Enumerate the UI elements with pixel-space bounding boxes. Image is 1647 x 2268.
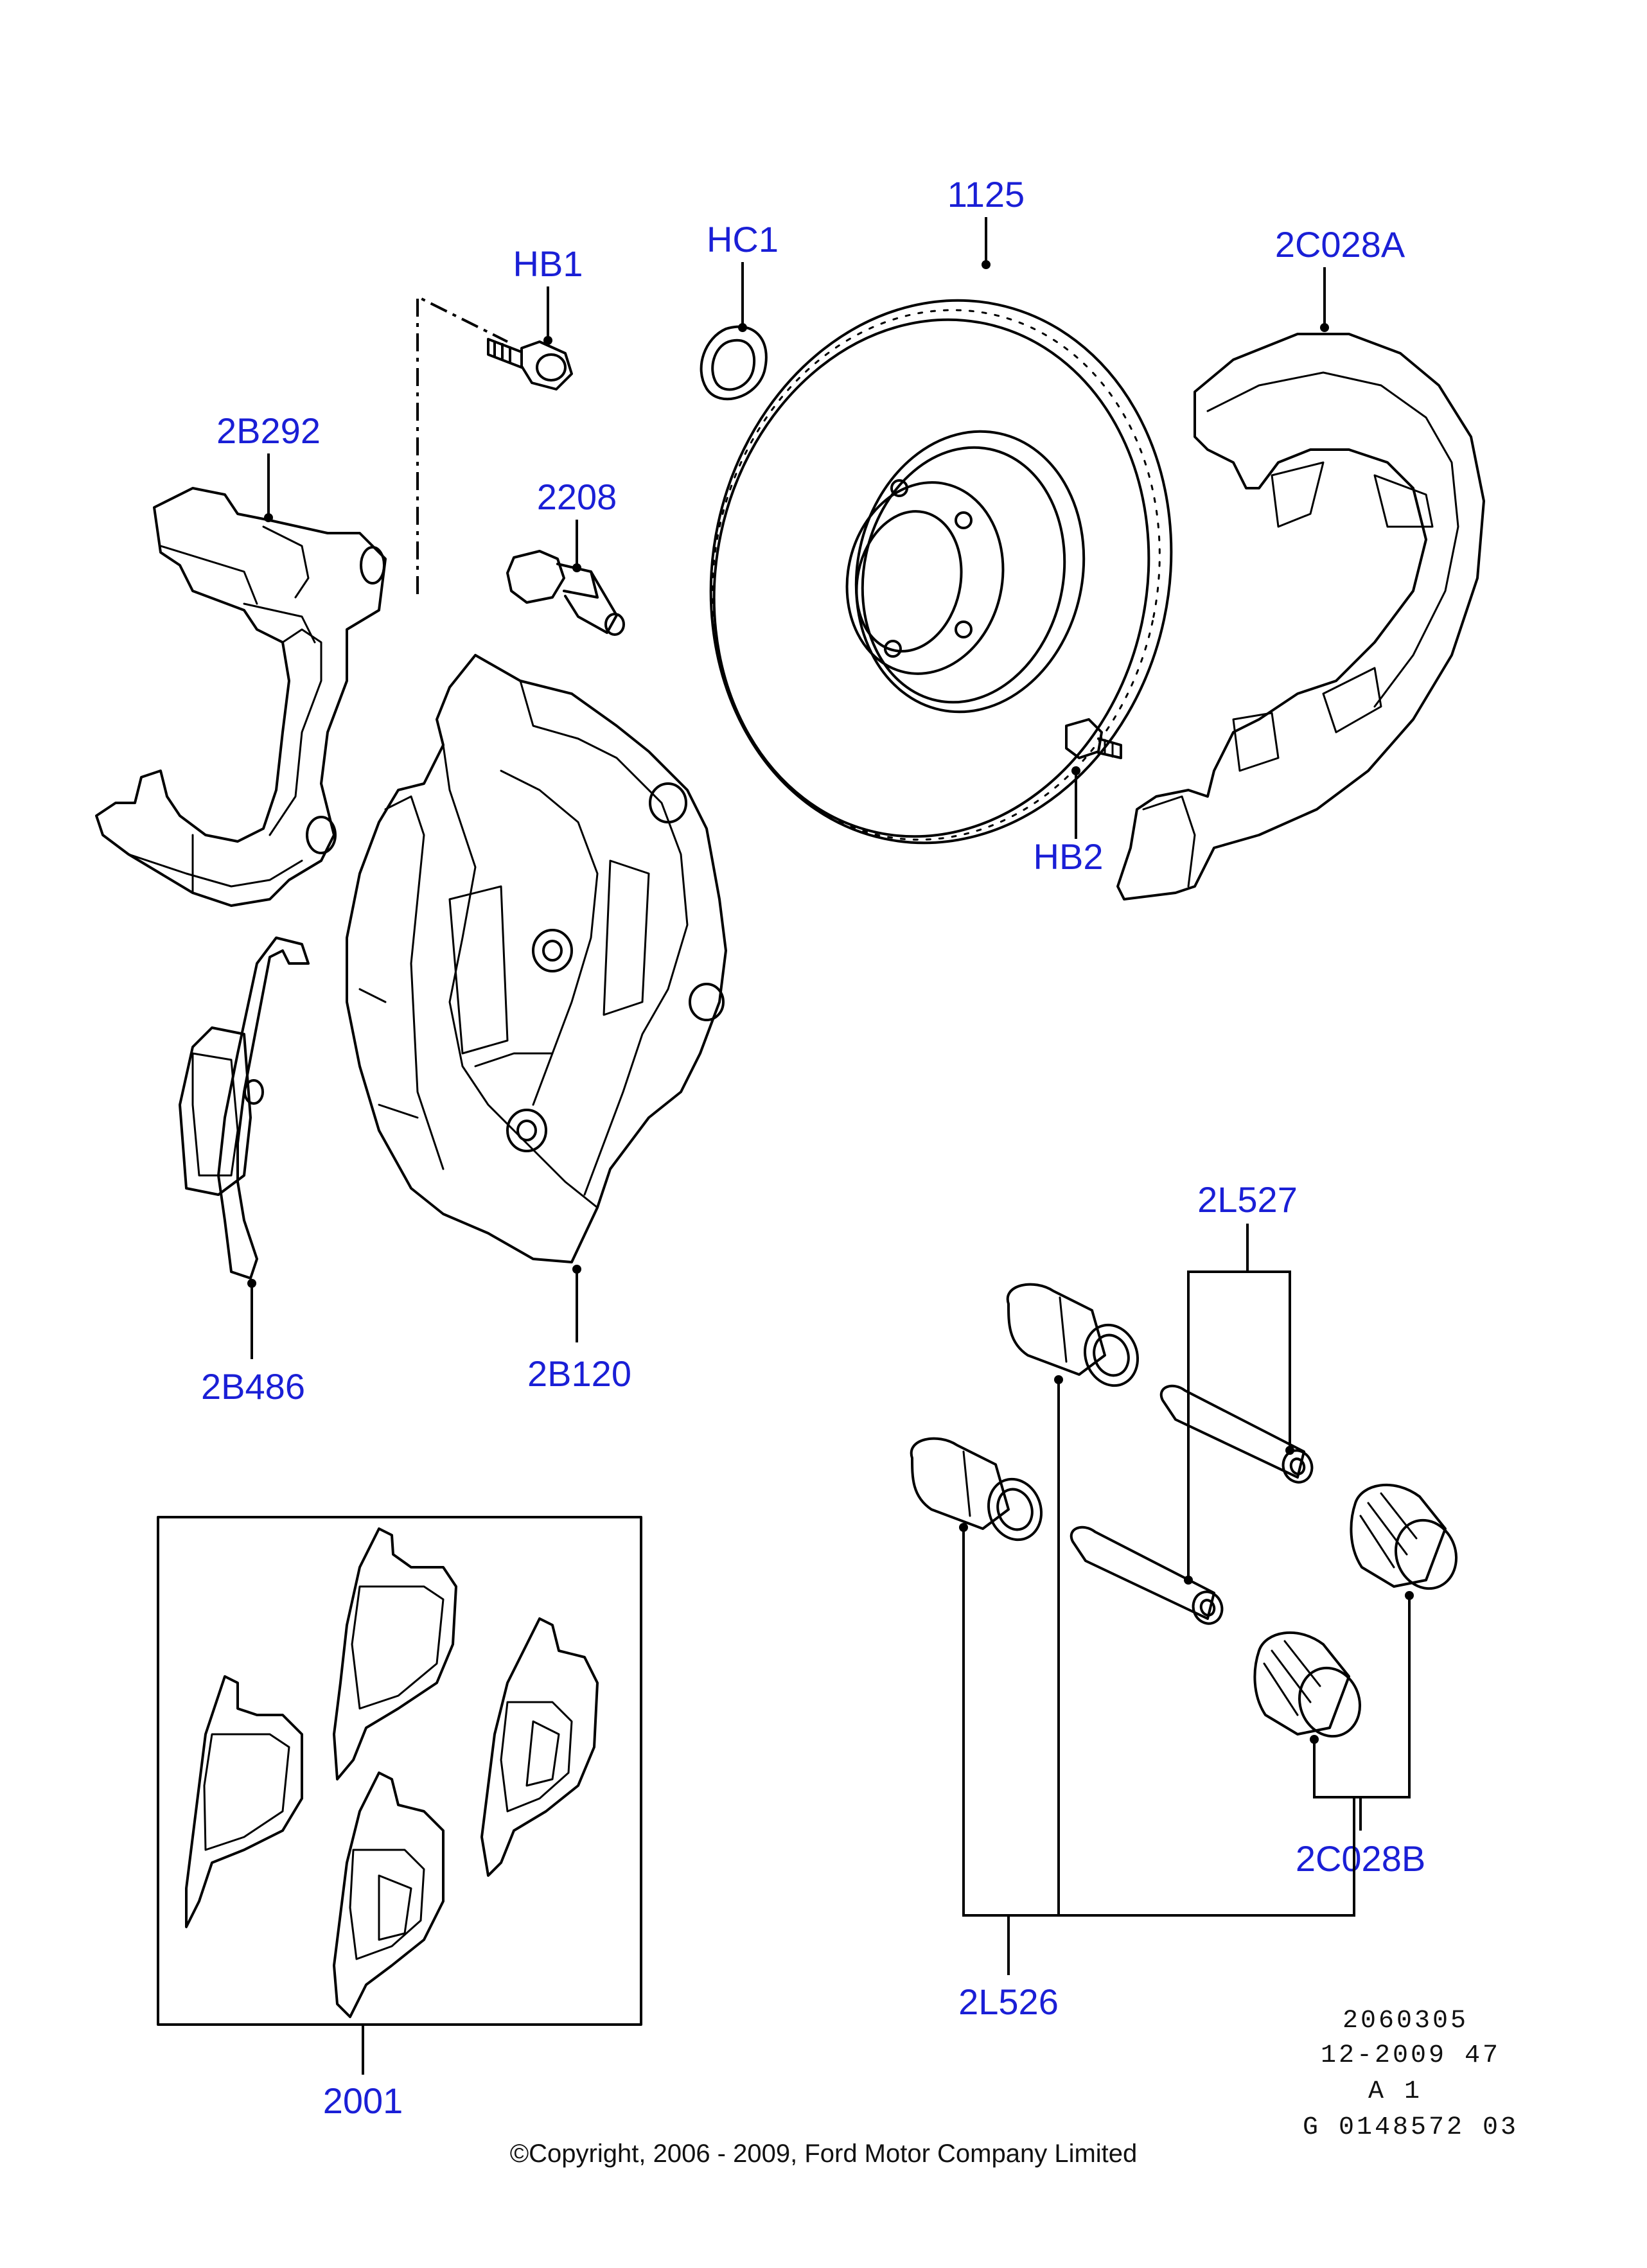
spring-clip-2B486[interactable] [179,936,310,1279]
cap-left-2C028B[interactable] [1253,1631,1369,1745]
label-2208[interactable]: 2208 [537,477,617,517]
ref-line-3: A 1 [1368,2077,1422,2106]
label-2l527[interactable]: 2L527 [1197,1179,1298,1220]
pad-kit-frame-2001 [157,1516,642,2026]
cap-right-2C028B[interactable] [1350,1483,1465,1597]
label-2c028a[interactable]: 2C028A [1275,224,1405,265]
ref-line-1: 2060305 [1343,2007,1468,2035]
copyright-text: ©Copyright, 2006 - 2009, Ford Motor Comp… [510,2140,1138,2168]
ref-line-2: 12-2009 47 [1321,2041,1501,2070]
guide-pin-mid-2L527[interactable] [1070,1525,1227,1628]
dust-shield-2C028A[interactable] [1116,333,1485,901]
bleed-screw-2208[interactable] [506,550,625,636]
pad-kit-2001[interactable] [185,1527,599,2018]
caliper-2B120[interactable] [346,654,727,1263]
label-1125[interactable]: 1125 [947,174,1025,215]
sleeve-left-2L526[interactable] [910,1437,1050,1547]
leader-lines [247,217,1414,2075]
label-2b292[interactable]: 2B292 [216,410,321,451]
label-hb2[interactable]: HB2 [1034,836,1104,877]
caliper-bracket-2B292[interactable] [95,487,387,907]
ref-line-4: G 0148572 03 [1303,2113,1519,2142]
label-2b120[interactable]: 2B120 [527,1353,631,1394]
label-2l526[interactable]: 2L526 [958,1982,1059,2022]
brake-disc-1125[interactable] [661,257,1220,886]
label-2c028b[interactable]: 2C028B [1296,1838,1425,1879]
label-2b486[interactable]: 2B486 [201,1366,305,1407]
hb2-bolt[interactable] [1065,718,1122,759]
label-hb1[interactable]: HB1 [513,243,583,284]
label-hc1[interactable]: HC1 [707,219,779,259]
sleeve-top-2L526[interactable] [1006,1283,1146,1393]
hb1-bolt[interactable] [487,338,573,391]
alignment-dashed-line [416,294,508,594]
guide-pin-top-2L527[interactable] [1159,1384,1317,1486]
hc1-washer[interactable] [700,325,768,401]
label-2001[interactable]: 2001 [323,2080,403,2121]
